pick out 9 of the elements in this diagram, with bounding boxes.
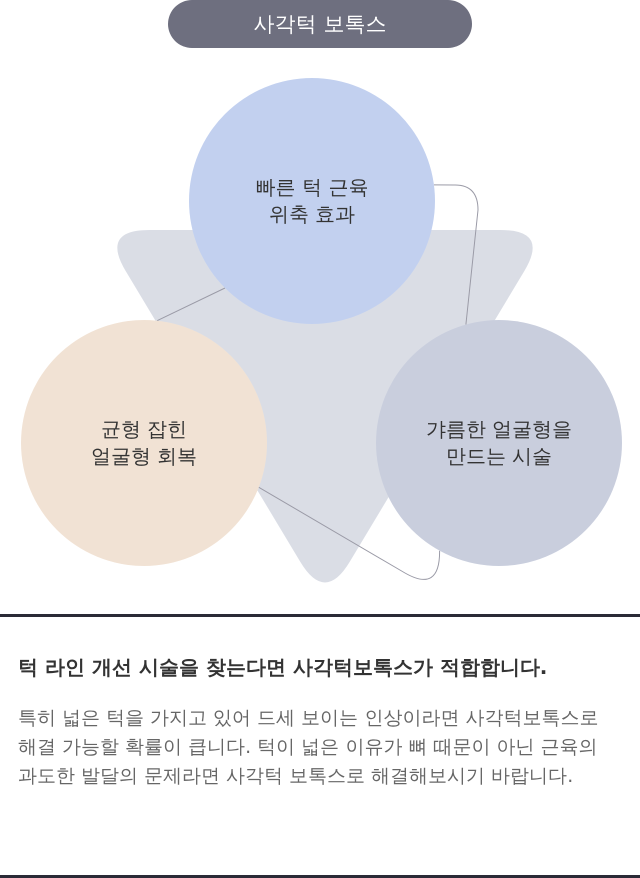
connector-line bbox=[156, 288, 226, 322]
section-heading: 턱 라인 개선 시술을 찾는다면 사각턱보톡스가 적합합니다. bbox=[18, 654, 548, 681]
node-text: 빠른 턱 근육 위축 효과 bbox=[254, 174, 370, 228]
body-paragraph: 특히 넓은 턱을 가지고 있어 드세 보이는 인상이라면 사각턱보톡스로 해결 가능할 확률이 큽니다. 턱이 넓은 이유가 뼈 때문이 아닌 근육의 과도한 발달의 문제라면 사각턱 보톡스로 해결해보시기 바랍니다. bbox=[18, 706, 600, 789]
title-banner: 사각턱 보톡스 bbox=[168, 0, 472, 48]
connector-line bbox=[433, 184, 478, 325]
node-text: 갸름한 얼굴형을 만드는 시술 bbox=[424, 416, 574, 470]
node-text: 균형 잡힌 얼굴형 회복 bbox=[90, 416, 198, 470]
connector-line bbox=[258, 486, 440, 580]
